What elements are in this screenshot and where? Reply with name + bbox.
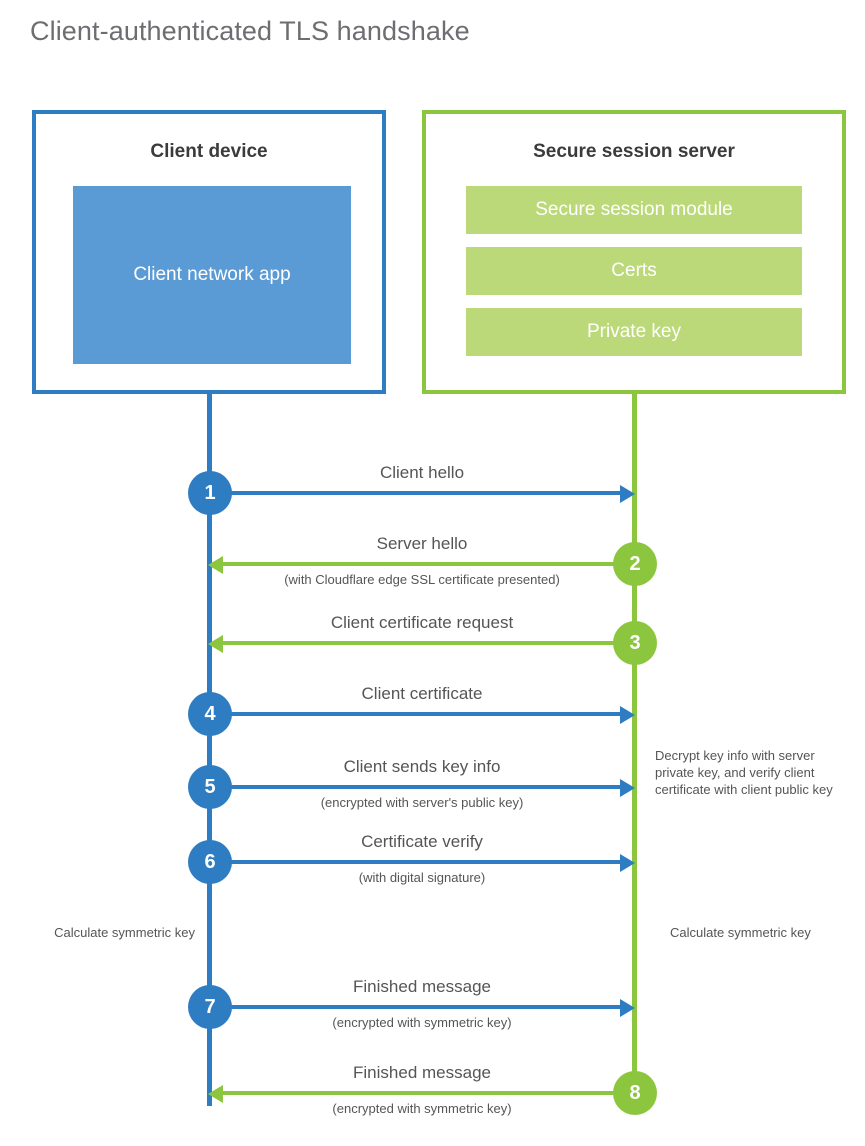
- secure-session-server-title: Secure session server: [533, 141, 735, 162]
- message-sublabel-6: (with digital signature): [358, 870, 486, 885]
- client-lifeline: [207, 390, 212, 1106]
- server-bar-secure-session-module: Secure session module: [466, 186, 802, 234]
- annotation-calculate-symmetric-key-client: Calculate symmetric key: [54, 925, 195, 940]
- message-label-1: Client hello: [379, 463, 465, 482]
- arrow-shaft-6: [209, 860, 621, 864]
- client-network-app-block: Client network app: [73, 186, 351, 364]
- page-title: Client-authenticated TLS handshake: [30, 16, 470, 46]
- arrow-shaft-7: [209, 1005, 621, 1009]
- arrow-shaft-2: [222, 562, 634, 566]
- arrow-shaft-5: [209, 785, 621, 789]
- step-circle-5[interactable]: 5: [188, 765, 232, 809]
- secure-session-server-box: Secure session server Secure session mod…: [422, 110, 846, 394]
- server-lifeline: [632, 390, 637, 1093]
- server-bar-private-key: Private key: [466, 308, 802, 356]
- step-circle-6[interactable]: 6: [188, 840, 232, 884]
- arrow-head-8: [208, 1085, 223, 1103]
- arrow-head-3: [208, 635, 223, 653]
- arrow-head-1: [620, 485, 635, 503]
- message-label-2: Server hello: [376, 534, 468, 553]
- arrow-shaft-4: [209, 712, 621, 716]
- message-sublabel-7: (encrypted with symmetric key): [332, 1015, 512, 1030]
- client-device-title: Client device: [150, 141, 268, 162]
- message-sublabel-2: (with Cloudflare edge SSL certificate pr…: [284, 572, 560, 587]
- step-circle-1[interactable]: 1: [188, 471, 232, 515]
- step-circle-8[interactable]: 8: [613, 1071, 657, 1115]
- step-circle-4[interactable]: 4: [188, 692, 232, 736]
- client-device-box: Client device Client network app: [32, 110, 386, 394]
- message-label-7: Finished message: [353, 977, 491, 996]
- arrow-head-4: [620, 706, 635, 724]
- arrow-shaft-8: [222, 1091, 634, 1095]
- message-label-3: Client certificate request: [330, 613, 514, 632]
- message-label-4: Client certificate: [361, 684, 483, 703]
- message-sublabel-5: (encrypted with server's public key): [320, 795, 524, 810]
- arrow-head-5: [620, 779, 635, 797]
- arrow-shaft-1: [209, 491, 621, 495]
- message-label-5: Client sends key info: [343, 757, 501, 776]
- step-circle-2[interactable]: 2: [613, 542, 657, 586]
- message-label-6: Certificate verify: [361, 832, 483, 851]
- step-circle-7[interactable]: 7: [188, 985, 232, 1029]
- annotation-decrypt-key-info: Decrypt key info with server private key…: [655, 748, 833, 797]
- annotation-calculate-symmetric-key-server: Calculate symmetric key: [670, 925, 811, 940]
- arrow-head-7: [620, 999, 635, 1017]
- arrow-shaft-3: [222, 641, 634, 645]
- message-label-8: Finished message: [353, 1063, 491, 1082]
- message-sublabel-8: (encrypted with symmetric key): [332, 1101, 512, 1116]
- server-bar-certs: Certs: [466, 247, 802, 295]
- arrow-head-2: [208, 556, 223, 574]
- step-circle-3[interactable]: 3: [613, 621, 657, 665]
- arrow-head-6: [620, 854, 635, 872]
